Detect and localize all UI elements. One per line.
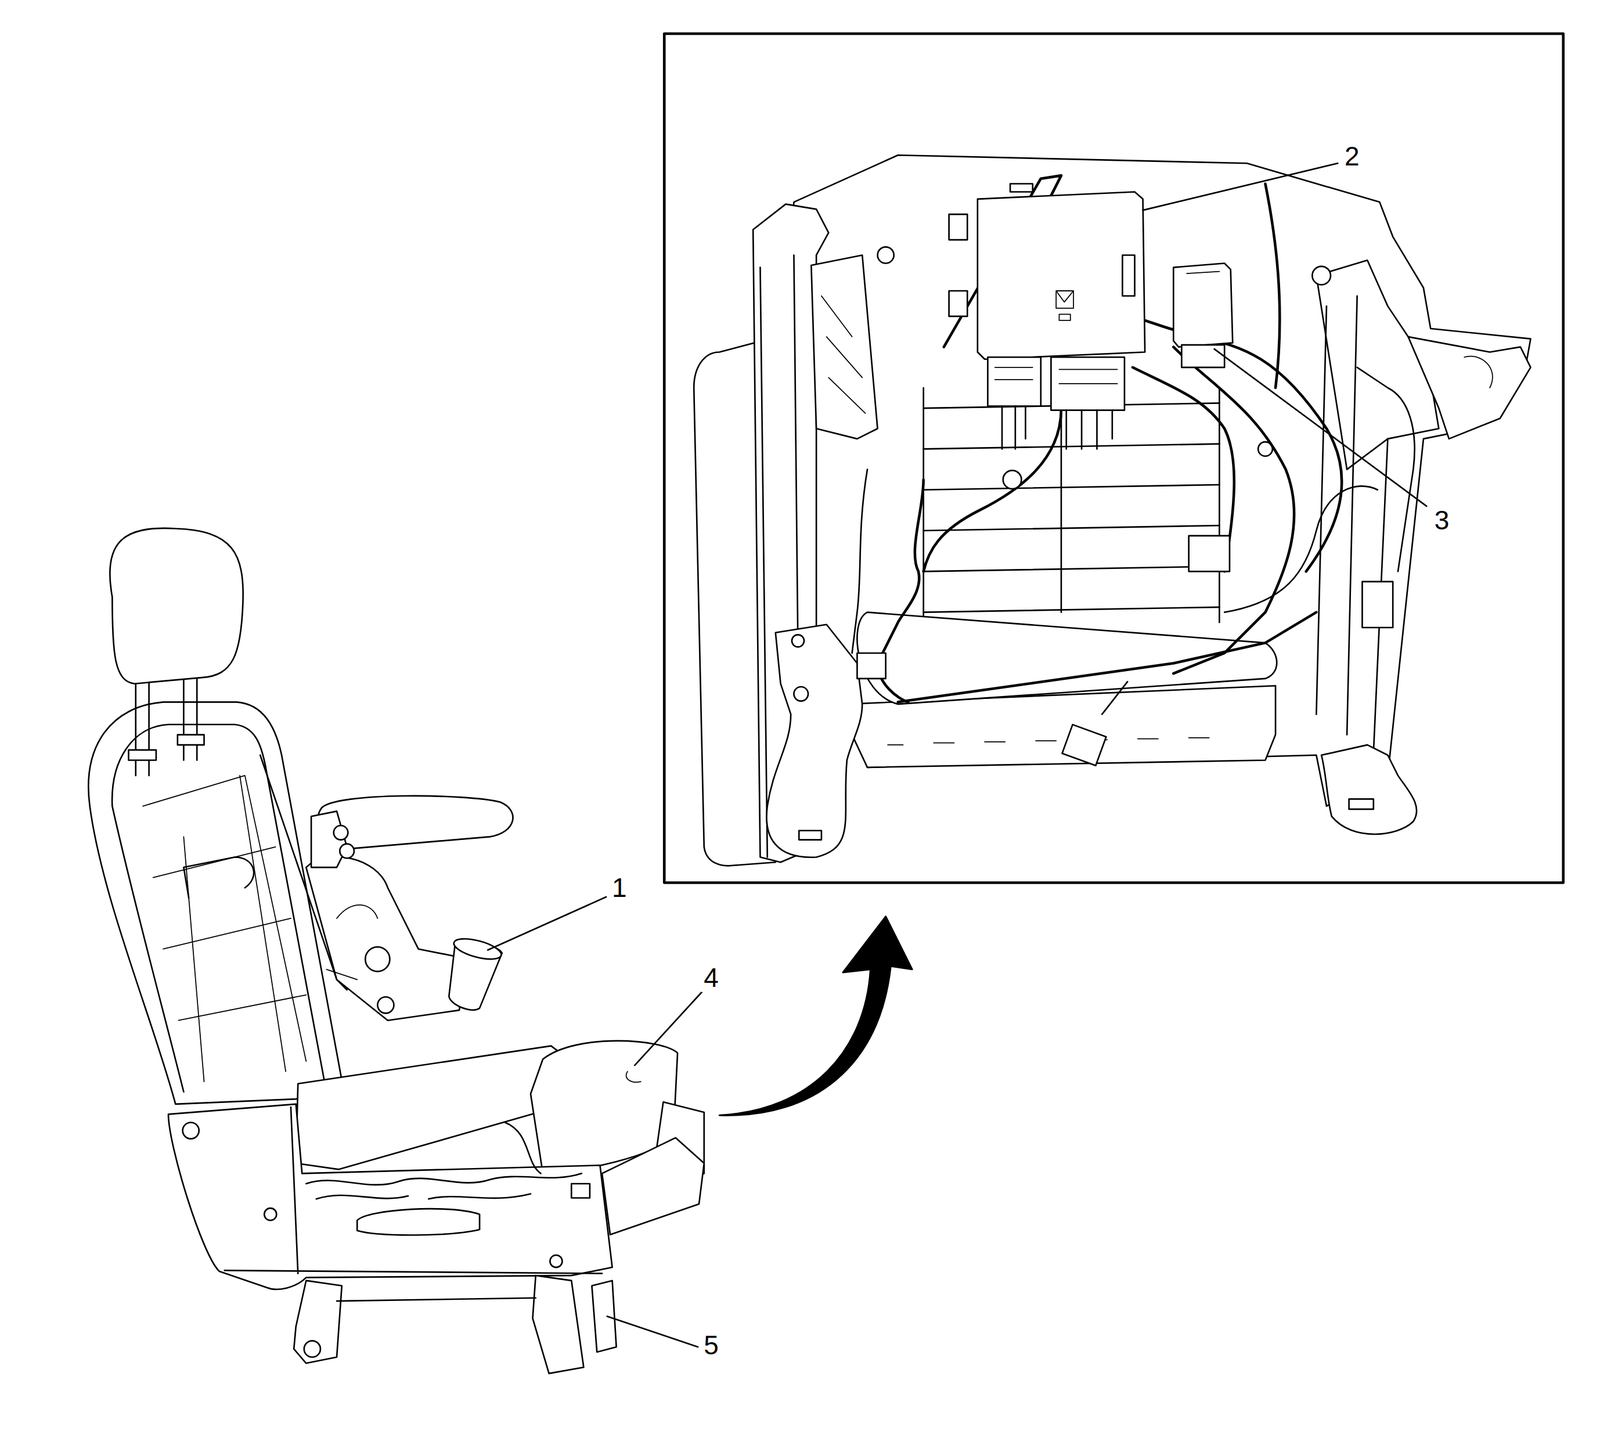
seat-frame-detail [811,254,878,439]
callout-number: 4 [701,963,722,993]
seat-frame-detail [1132,367,1235,572]
seat-assembly [142,775,306,1082]
seat-frame-detail [923,402,1220,612]
seat-assembly [293,1280,342,1364]
seat-assembly [296,1046,572,1170]
seat-assembly [626,1071,641,1083]
seat-assembly [168,1104,613,1290]
seat-frame-detail [1122,254,1135,296]
seat-assembly [549,1255,562,1268]
seat-assembly [532,1275,584,1374]
seat-frame-detail [766,624,863,858]
seat-assembly [224,1107,603,1274]
inset-frame [664,33,1563,883]
callout-number: 5 [701,1330,722,1360]
seat-frame-detail [1349,798,1374,810]
seat-assembly [336,1298,536,1302]
callout-number: 1 [609,873,630,903]
seat-frame-detail [1357,367,1415,572]
seat-assembly [505,1122,542,1174]
seat-assembly [316,1194,531,1200]
leader-lines [1214,348,1427,507]
leader-lines [487,163,1427,1347]
seat-assembly [571,1183,590,1199]
seat-frame-detail [1002,406,1113,450]
seat-assembly [326,905,378,980]
seat-assembly [377,996,394,1014]
seat-assembly [305,856,470,1021]
seat-frame-detail [987,357,1041,406]
seat-frame-detail [787,155,1531,806]
seat-frame-detail [1361,581,1393,628]
seat-assembly [88,701,345,1105]
seat-frame-detail [1188,535,1230,572]
seat-assembly [602,1137,705,1235]
seat-frame-detail [793,686,809,702]
leader-lines [634,992,702,1066]
seat-frame-detail [1464,356,1493,388]
seat-frame-detail [877,246,895,263]
seat-frame-detail [1062,724,1107,766]
seat-frame-detail [1003,470,1022,489]
seat-assembly [128,750,156,761]
seat-frame-detail [1181,344,1225,368]
seat-assembly [182,1122,200,1139]
seat-assembly [305,1173,582,1185]
seat-assembly [451,934,504,964]
leader-lines [487,896,607,950]
view-arrow [719,916,913,1116]
seat-frame-detail [821,296,866,414]
seat-assembly [183,856,254,898]
callout-number: 3 [1432,505,1452,535]
inset-frame [664,33,1563,883]
seat-frame-detail [1408,336,1531,439]
seat-frame-detail [1224,485,1378,612]
seat-frame-detail [693,155,1531,866]
seat-frame-detail [923,408,1062,572]
seat-assembly [109,528,243,684]
seat-assembly [304,1341,321,1358]
seat-assembly [317,795,513,850]
view-arrow [719,916,913,1116]
seat-frame-detail [949,290,968,317]
seat-assembly [339,844,355,859]
seat-frame-detail [852,469,868,654]
seat-assembly [365,946,390,972]
seat-frame-detail [1265,183,1280,388]
leader-lines [607,1316,698,1347]
seat-frame-detail [1321,744,1417,835]
leader-lines [1143,163,1339,211]
seat-frame-detail [798,830,822,841]
seat-frame-detail [1173,263,1233,348]
seat-frame-detail [977,192,1145,360]
seat-frame-detail [856,653,886,679]
seat-frame-detail [898,612,1317,703]
seat-frame-detail [887,737,1210,745]
seat-assembly [177,734,205,746]
seat-frame-detail [1010,183,1033,192]
seat-assembly [88,528,704,1374]
seat-frame-detail [1186,271,1220,275]
seat-frame-detail [1312,266,1331,286]
seat-assembly [264,1208,277,1221]
seat-frame-detail [995,367,1118,384]
seat-assembly [112,724,325,1093]
seat-assembly [591,1280,616,1353]
seat-frame-detail [791,634,805,647]
seat-frame-detail [923,387,1220,633]
seat-frame-detail [949,214,968,240]
seat-frame-detail [1101,681,1128,715]
seat-assembly [357,1208,480,1235]
seat-assembly [333,825,349,841]
callout-number: 2 [1342,141,1362,171]
seat-frame-detail [1056,290,1074,321]
